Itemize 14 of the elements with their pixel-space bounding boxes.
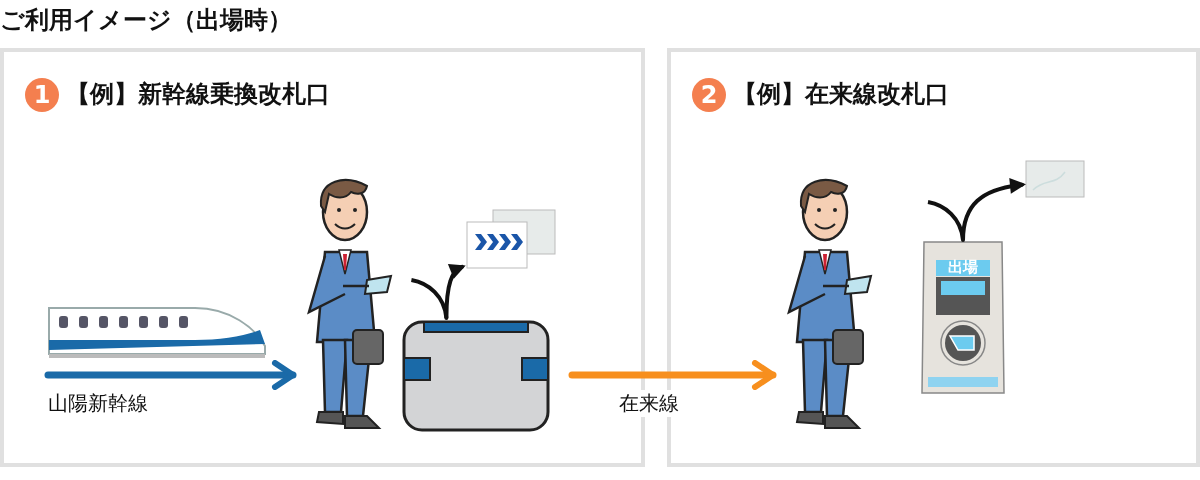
title: ご利用イメージ（出場時） — [0, 5, 292, 36]
arrow — [44, 360, 297, 390]
ticket-gate-drawing — [402, 318, 550, 433]
arrow — [444, 264, 466, 320]
arrow — [961, 178, 1026, 242]
number-badge: 1 — [25, 78, 59, 112]
ic-cards-drawing — [465, 208, 557, 270]
panel-heading: 【例】在来線改札口 — [733, 79, 949, 110]
number-badge: 2 — [692, 78, 726, 112]
edge-label: 在来線 — [616, 390, 682, 417]
panel-heading: 【例】新幹線乗換改札口 — [66, 79, 330, 110]
ic-card-drawing — [1025, 160, 1085, 198]
gate-sign: 出場 — [947, 258, 979, 276]
arrow — [568, 360, 777, 390]
